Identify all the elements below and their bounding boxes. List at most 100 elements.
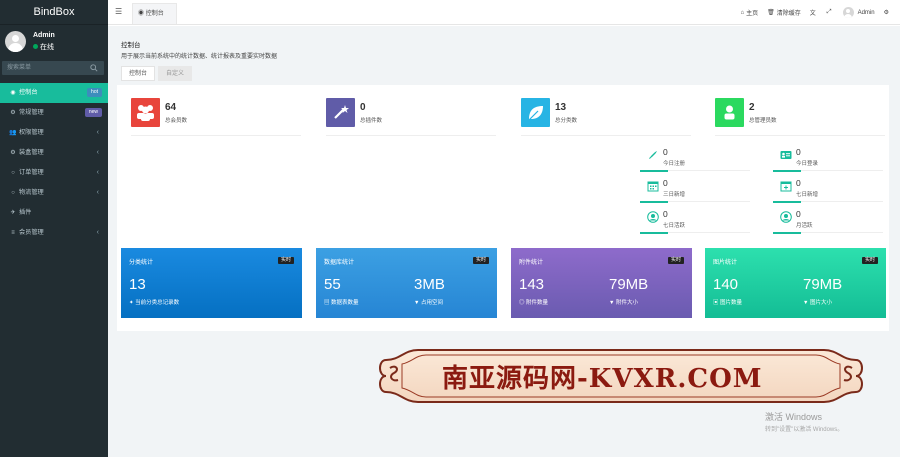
stat-categories: 13 总分类数: [521, 98, 691, 136]
sidebar-item-label: 订单管理: [19, 169, 44, 176]
main-content: 控制台 用于展示当前系统中的统计数据、统计报表及重要实时数据 控制台 自定义 6…: [108, 26, 900, 457]
card-attachment-stats: 附件统计 实时 143 79MB ◎ 附件数量 ▼ 附件大小: [511, 248, 692, 318]
sidebar-item-5[interactable]: ○ 物流管理 ‹: [0, 183, 108, 203]
tab-custom[interactable]: 自定义: [158, 66, 193, 81]
circle-icon: ○: [11, 170, 15, 176]
leaf-icon: [528, 106, 543, 121]
user-icon: [724, 105, 735, 120]
sidebar-item-label: 装盒管理: [19, 149, 44, 156]
filter-icon: ▼: [609, 300, 615, 306]
stat-value: 13: [555, 102, 567, 113]
mini-stat-today-register: 0 今日注册: [640, 146, 760, 176]
mini-stat-seven-active: 0 七日活跃: [640, 208, 760, 238]
windows-activation-title: 激活 Windows: [765, 412, 823, 422]
realtime-badge: 实时: [667, 257, 684, 264]
avatar: [5, 31, 26, 52]
online-dot-icon: [33, 44, 38, 49]
sidebar-item-label: 常规管理: [19, 109, 44, 116]
stat-value: 0: [360, 102, 366, 113]
magic-icon: ✦: [129, 300, 134, 306]
fullscreen-toggle[interactable]: ⤢: [827, 9, 834, 16]
menu-toggle-icon[interactable]: ☰: [115, 7, 123, 16]
avatar: [842, 7, 854, 18]
stat-label: 总管理员数: [749, 118, 777, 124]
search-input[interactable]: [2, 61, 88, 75]
stat-admins: 2 总管理员数: [715, 98, 885, 136]
calendar-icon: [647, 181, 659, 192]
chevron-left-icon: ‹: [96, 189, 99, 196]
fullscreen-icon: ⤢: [826, 9, 832, 15]
home-link[interactable]: ⌂主页: [740, 9, 759, 18]
menu-badge: hot: [87, 88, 102, 97]
tab-dashboard-sub[interactable]: 控制台: [121, 66, 156, 81]
card-category-stats: 分类统计 实时 13 ✦ 当前分类总记录数: [121, 248, 302, 318]
settings-toggle[interactable]: ⚙: [884, 9, 891, 16]
sidebar-item-6[interactable]: ✈插件: [0, 203, 108, 223]
sidebar-item-4[interactable]: ○ 订单管理 ‹: [0, 163, 108, 183]
sidebar-item-1[interactable]: ⚙常规管理 new: [0, 103, 108, 123]
dashboard-icon: ◉: [10, 90, 16, 96]
users-icon: [137, 105, 154, 121]
windows-activation-hint: 转到"设置"以激活 Windows。: [765, 427, 844, 433]
mini-stat-seven-day: 0 七日新增: [773, 177, 893, 207]
chevron-left-icon: ‹: [96, 169, 99, 176]
mini-stat-three-day: 0 三日新增: [640, 177, 760, 207]
calendar-plus-icon: [780, 181, 792, 192]
page-tabs: 控制台 自定义: [121, 66, 193, 81]
id-card-icon: [780, 151, 792, 159]
card-image-stats: 图片统计 实时 140 79MB ▣ 图片数量 ▼ 图片大小: [705, 248, 886, 318]
language-toggle[interactable]: 文: [810, 8, 818, 17]
database-icon: ▤: [324, 300, 330, 306]
sidebar-item-0[interactable]: ◉控制台 hot: [0, 83, 108, 103]
sidebar: BindBox Admin 在线 ◉控制台hot⚙常规管理new👥权限管理‹⚙装…: [0, 0, 108, 457]
cogs-icon: ⚙: [10, 110, 16, 116]
dashboard-icon: ◉: [138, 11, 145, 17]
sidebar-item-3[interactable]: ⚙装盒管理‹: [0, 143, 108, 163]
trash-icon: 🗑: [767, 10, 775, 16]
clear-cache-link[interactable]: 🗑清除缓存: [767, 10, 801, 17]
stat-icon-box: [326, 98, 355, 127]
watermark-banner: [379, 349, 863, 403]
stat-label: 总插件数: [360, 118, 383, 124]
search-icon[interactable]: [90, 64, 98, 72]
card-database-stats: 数据库统计 实时 55 3MB ▤ 数据表数量 ▼ 占用空间: [316, 248, 497, 318]
top-right-nav: ⌂主页 🗑清除缓存 文 ⤢ Admin ⚙: [740, 0, 900, 25]
sidebar-item-label: 物流管理: [19, 189, 44, 196]
sidebar-item-label: 权限管理: [19, 129, 44, 136]
user-status: 在线: [33, 42, 54, 52]
sidebar-item-2[interactable]: 👥权限管理 ‹: [0, 123, 108, 143]
realtime-badge: 实时: [277, 257, 294, 264]
stat-label: 总分类数: [555, 118, 578, 124]
user-menu[interactable]: Admin: [842, 7, 875, 18]
stat-icon-box: [521, 98, 550, 127]
brand-logo[interactable]: BindBox: [0, 0, 108, 25]
rocket-icon: [649, 151, 657, 159]
attachment-icon: ◎: [519, 300, 525, 306]
tab-dashboard[interactable]: ◉ 控制台: [132, 3, 177, 24]
filter-icon: ▼: [414, 300, 420, 306]
gear-icon: ⚙: [10, 150, 16, 156]
sidebar-item-label: 控制台: [19, 89, 38, 96]
mini-stat-today-login: 0 今日登录: [773, 146, 893, 176]
user-panel: Admin 在线: [0, 28, 108, 61]
rocket-icon: ✈: [10, 210, 16, 216]
realtime-badge: 实时: [861, 257, 878, 264]
stat-value: 2: [749, 102, 755, 113]
group-icon: 👥: [9, 130, 17, 136]
circle-icon: ○: [11, 190, 15, 196]
chevron-left-icon: ‹: [96, 129, 99, 136]
page-description: 用于展示当前系统中的统计数据、统计报表及重要实时数据: [121, 54, 278, 60]
sidebar-item-label: 会员管理: [19, 229, 44, 236]
sidebar-search: [2, 61, 104, 75]
stat-plugins: 0 总插件数: [326, 98, 496, 136]
list-icon: ≡: [11, 230, 15, 236]
topbar: ☰ ◉ 控制台 ⌂主页 🗑清除缓存 文 ⤢ Admin ⚙: [108, 0, 900, 25]
sidebar-item-7[interactable]: ≡会员管理‹: [0, 223, 108, 243]
image-icon: ▣: [713, 300, 719, 306]
stat-icon-box: [715, 98, 744, 127]
stat-icon-box: [131, 98, 160, 127]
watermark-text: 南亚源码网-KVXR.COM: [442, 364, 763, 394]
magic-wand-icon: [334, 105, 349, 119]
menu-badge: new: [84, 108, 102, 117]
